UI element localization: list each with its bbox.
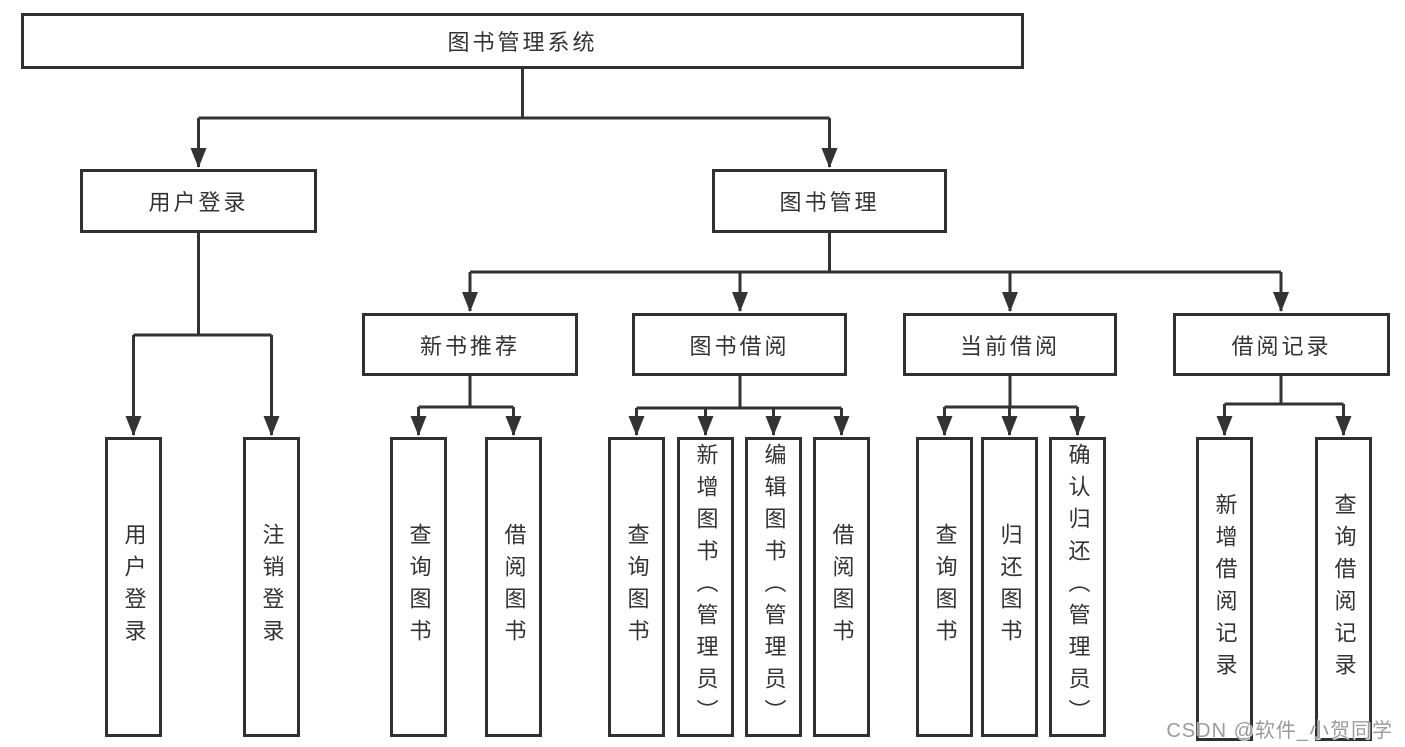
node-label: 图书借阅 bbox=[689, 333, 790, 359]
node-label: 用户登录 bbox=[148, 190, 249, 215]
leaf-label: 查询图书 bbox=[406, 523, 432, 651]
node-label: 图书管理 bbox=[779, 190, 880, 215]
leaf-borrow-books: 借阅图书 bbox=[813, 437, 870, 737]
leaf-edit-books-admin: 编辑图书（管理员） bbox=[745, 437, 802, 737]
node-user-login: 用户登录 bbox=[80, 169, 317, 233]
node-root-system: 图书管理系统 bbox=[21, 13, 1024, 69]
node-book-borrowing: 图书借阅 bbox=[632, 313, 847, 376]
leaf-confirm-return-admin: 确认归还（管理员） bbox=[1049, 437, 1106, 737]
leaf-query-books-borrowing: 查询图书 bbox=[608, 437, 665, 737]
leaf-add-borrow-record: 新增借阅记录 bbox=[1196, 437, 1253, 741]
leaf-label: 新增图书（管理员） bbox=[693, 443, 719, 731]
leaf-query-books-current: 查询图书 bbox=[916, 437, 973, 737]
node-new-book-recommend: 新书推荐 bbox=[362, 313, 578, 376]
leaf-label: 注销登录 bbox=[259, 523, 285, 651]
leaf-query-borrow-record: 查询借阅记录 bbox=[1315, 437, 1372, 741]
leaf-label: 用户登录 bbox=[121, 523, 147, 651]
leaf-label: 借阅图书 bbox=[829, 523, 855, 651]
leaf-label: 确认归还（管理员） bbox=[1065, 443, 1091, 731]
leaf-label: 查询图书 bbox=[932, 523, 958, 651]
leaf-user-login: 用户登录 bbox=[105, 437, 162, 737]
leaf-label: 查询图书 bbox=[624, 523, 650, 651]
leaf-label: 查询借阅记录 bbox=[1331, 493, 1357, 685]
leaf-borrow-books-recommend: 借阅图书 bbox=[485, 437, 542, 737]
node-book-management: 图书管理 bbox=[712, 169, 947, 233]
node-label: 借阅记录 bbox=[1231, 333, 1332, 359]
leaf-label: 编辑图书（管理员） bbox=[761, 443, 787, 731]
leaf-add-books-admin: 新增图书（管理员） bbox=[677, 437, 734, 737]
leaf-label: 新增借阅记录 bbox=[1212, 493, 1238, 685]
leaf-label: 归还图书 bbox=[997, 523, 1023, 651]
leaf-label: 借阅图书 bbox=[501, 523, 527, 651]
node-label: 当前借阅 bbox=[959, 333, 1060, 359]
node-label: 新书推荐 bbox=[419, 333, 520, 359]
csdn-watermark: CSDN @软件_小贺同学 bbox=[1166, 720, 1393, 742]
node-borrowing-records: 借阅记录 bbox=[1173, 313, 1390, 376]
leaf-query-books-recommend: 查询图书 bbox=[390, 437, 447, 737]
node-label: 图书管理系统 bbox=[447, 30, 598, 55]
leaf-logout: 注销登录 bbox=[243, 437, 300, 737]
leaf-return-books: 归还图书 bbox=[981, 437, 1038, 737]
node-current-borrowing: 当前借阅 bbox=[903, 313, 1117, 376]
